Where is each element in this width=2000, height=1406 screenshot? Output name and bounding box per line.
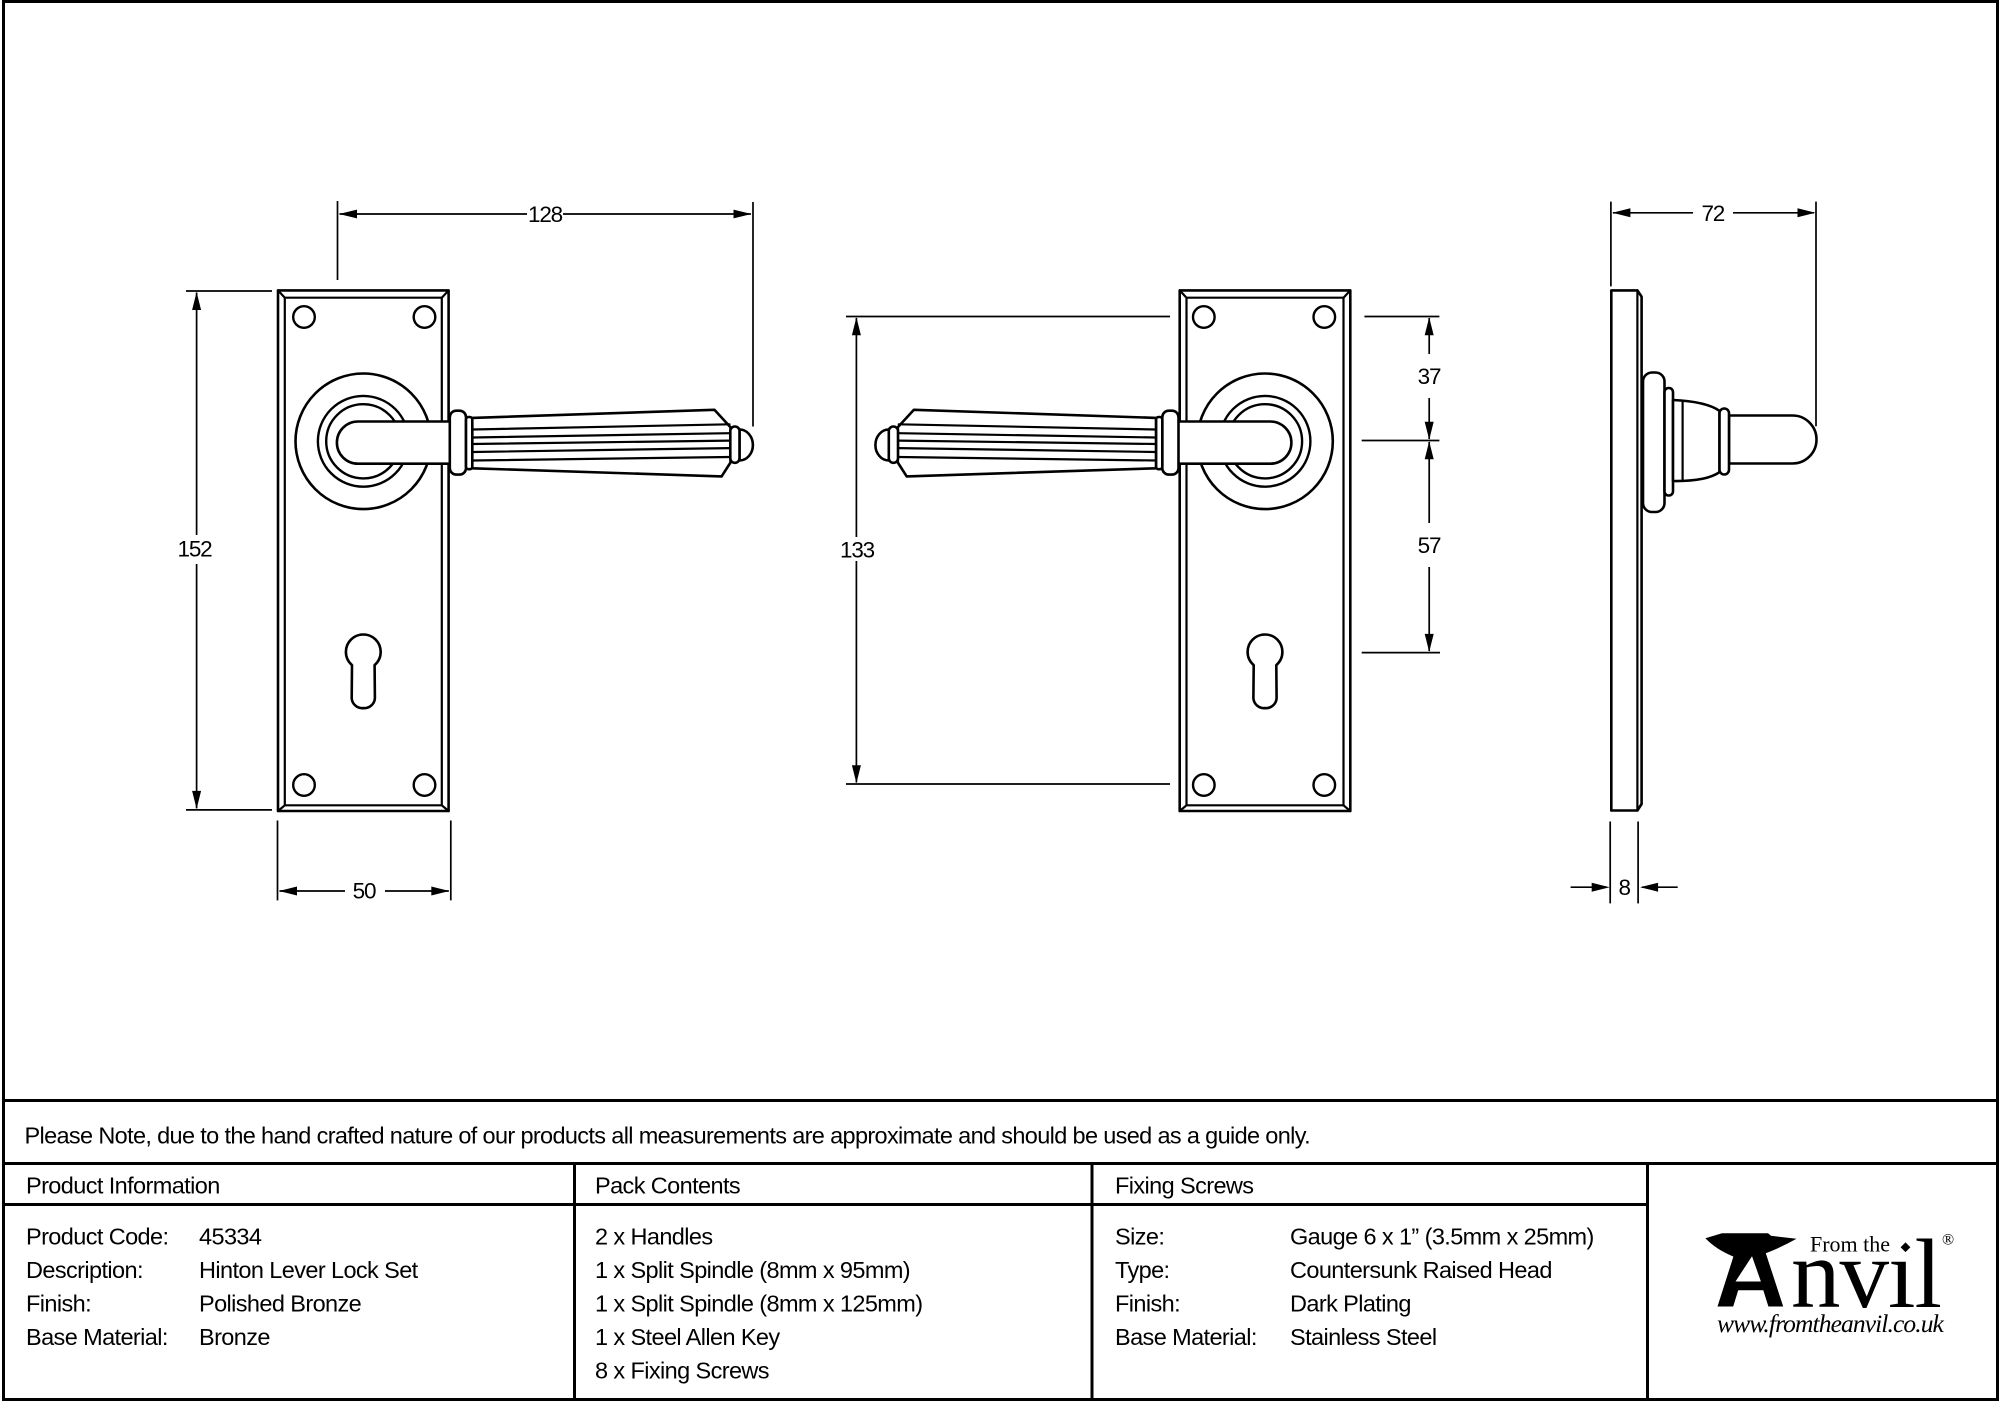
svg-text:1 x Split Spindle (8mm x 95mm): 1 x Split Spindle (8mm x 95mm) — [595, 1257, 910, 1283]
svg-text:Pack Contents: Pack Contents — [595, 1173, 740, 1199]
svg-text:Stainless Steel: Stainless Steel — [1290, 1324, 1436, 1350]
svg-text:Gauge 6 x 1” (3.5mm x 25mm): Gauge 6 x 1” (3.5mm x 25mm) — [1290, 1224, 1594, 1250]
svg-text:50: 50 — [353, 879, 376, 904]
svg-text:Countersunk Raised Head: Countersunk Raised Head — [1290, 1257, 1552, 1283]
svg-text:Finish:: Finish: — [1115, 1291, 1180, 1317]
svg-text:8: 8 — [1619, 875, 1631, 900]
svg-text:Please Note, due to the hand c: Please Note, due to the hand crafted nat… — [25, 1123, 1310, 1149]
svg-text:Type:: Type: — [1115, 1257, 1169, 1283]
svg-text:128: 128 — [528, 202, 563, 227]
svg-text:2 x Handles: 2 x Handles — [595, 1224, 713, 1250]
svg-text:Finish:: Finish: — [26, 1291, 91, 1317]
svg-text:Dark Plating: Dark Plating — [1290, 1291, 1411, 1317]
svg-text:1 x Split Spindle (8mm x 125mm: 1 x Split Spindle (8mm x 125mm) — [595, 1291, 923, 1317]
svg-text:133: 133 — [840, 537, 875, 562]
svg-text:72: 72 — [1701, 201, 1724, 226]
svg-text:8 x Fixing Screws: 8 x Fixing Screws — [595, 1358, 769, 1384]
svg-text:®: ® — [1942, 1232, 1954, 1249]
svg-text:From the: From the — [1810, 1232, 1890, 1257]
svg-text:Product Code:: Product Code: — [26, 1224, 168, 1250]
svg-text:1 x Steel Allen Key: 1 x Steel Allen Key — [595, 1324, 780, 1350]
svg-text:Base Material:: Base Material: — [1115, 1324, 1257, 1350]
svg-text:www.fromtheanvil.co.uk: www.fromtheanvil.co.uk — [1717, 1309, 1945, 1338]
svg-text:Description:: Description: — [26, 1257, 143, 1283]
svg-text:Fixing Screws: Fixing Screws — [1115, 1173, 1253, 1199]
svg-text:37: 37 — [1418, 364, 1441, 389]
svg-text:152: 152 — [178, 536, 213, 561]
svg-text:45334: 45334 — [199, 1224, 262, 1250]
svg-text:Hinton Lever Lock Set: Hinton Lever Lock Set — [199, 1257, 419, 1283]
svg-text:57: 57 — [1418, 533, 1441, 558]
svg-text:Polished Bronze: Polished Bronze — [199, 1291, 362, 1317]
svg-text:Size:: Size: — [1115, 1224, 1164, 1250]
svg-text:Bronze: Bronze — [199, 1324, 270, 1350]
svg-text:nvıl: nvıl — [1791, 1220, 1941, 1329]
svg-text:Base Material:: Base Material: — [26, 1324, 168, 1350]
svg-text:Product Information: Product Information — [26, 1173, 220, 1199]
